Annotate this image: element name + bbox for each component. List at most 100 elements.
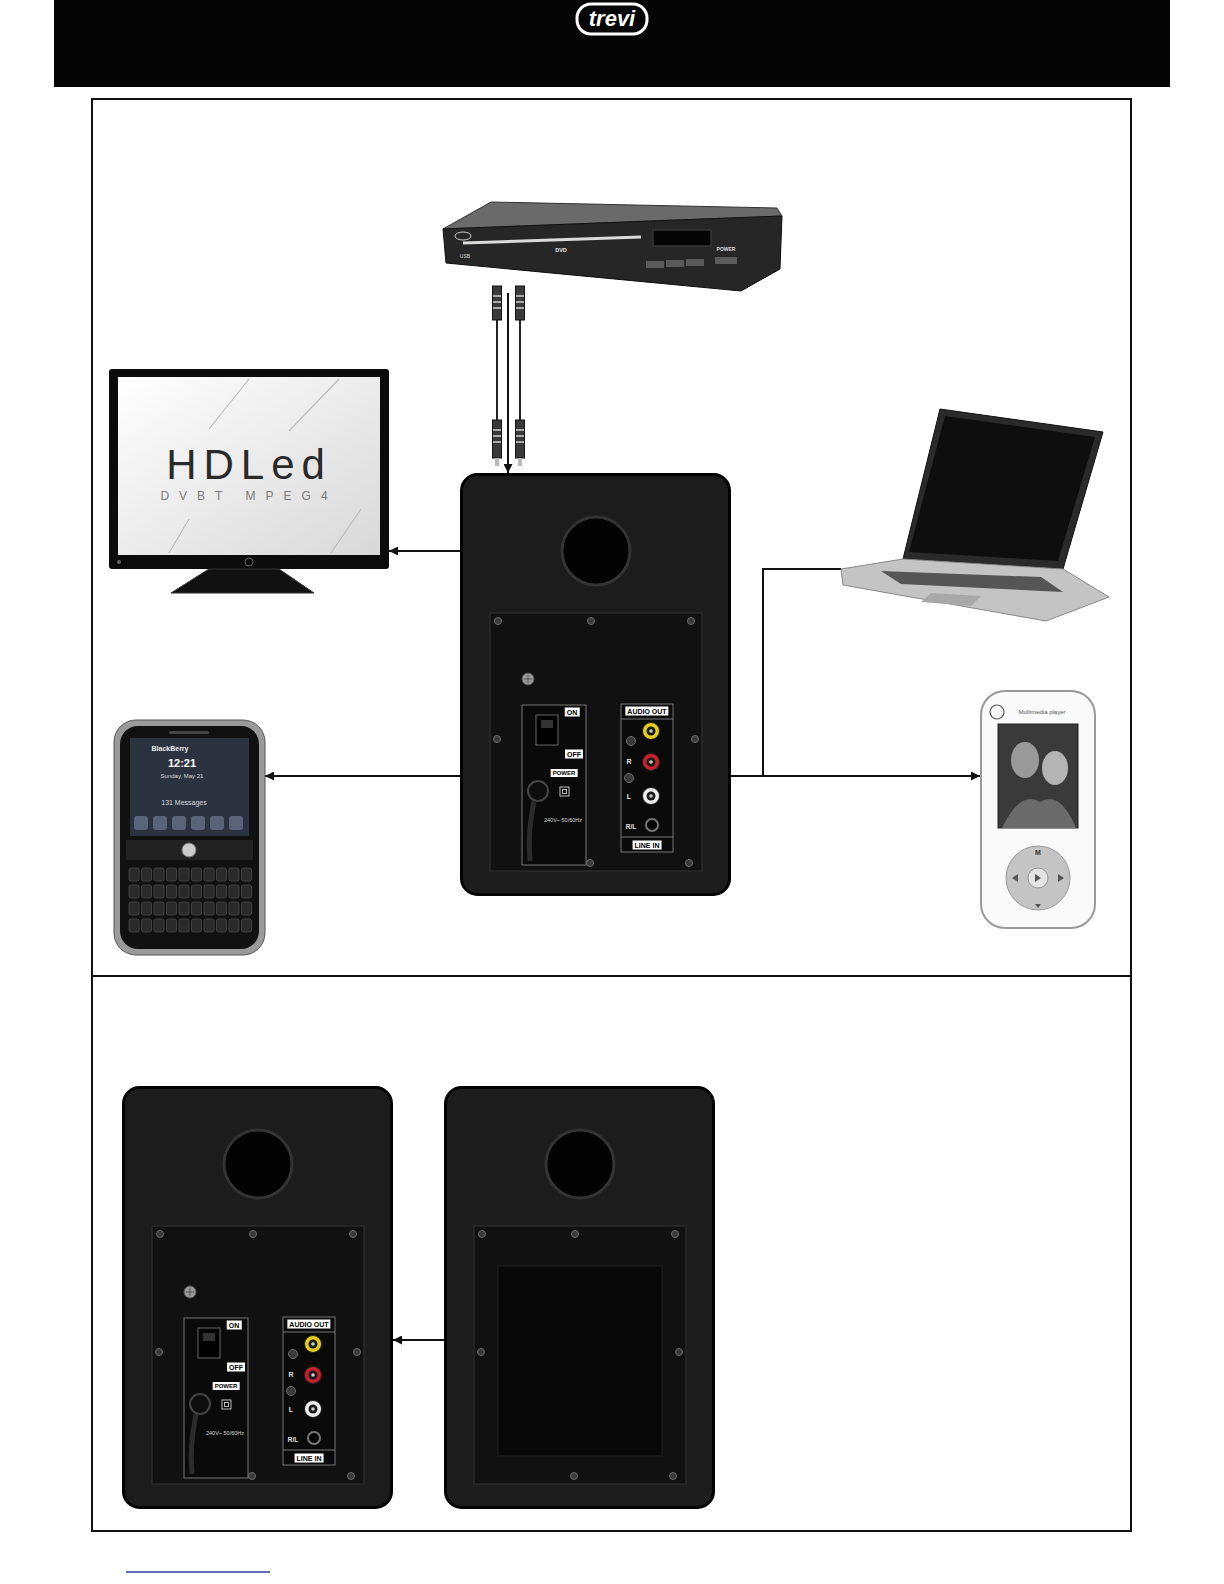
laptop-base [841,559,1109,621]
led-tv: HDLedDVBT MPEG4 [109,369,389,596]
player-screen [998,724,1078,828]
switch-frame [522,705,586,865]
key [217,902,227,915]
key [142,868,152,881]
key [242,885,252,898]
app-icon [191,816,205,830]
key [129,919,139,932]
rca-socket-core [309,1340,318,1349]
screw [287,1387,296,1396]
key [229,902,239,915]
screw [676,1349,683,1356]
switch-label: OFF [227,1363,245,1372]
brand-logo: trevi [589,8,635,30]
phone-earpiece [169,731,209,734]
screw [670,1473,677,1480]
connector-arrow [507,293,509,473]
dvd-front [443,216,782,291]
channel-label: L [289,1406,293,1413]
device-label: Multimedia player [1018,709,1065,715]
rca-socket [643,788,660,805]
rca-socket-core [309,1371,318,1380]
power-button [715,257,737,264]
screw-slot [524,675,532,683]
screen-subtitle: DVBT MPEG4 [160,490,337,502]
screw [495,618,502,625]
connector-arrow [731,775,980,777]
rocker-mark [541,720,553,728]
laptop-touchpad [921,593,981,606]
laptop [841,409,1111,621]
channel-label: R/L [288,1437,298,1444]
jack-socket [646,819,658,831]
rca-socket [643,754,660,771]
speaker-cabinet [124,1088,392,1508]
phone-face [120,726,259,949]
app-icon [172,816,186,830]
media-player-drawing [980,690,1096,929]
passive-speaker-drawing [444,1086,715,1509]
connector-arrow [265,775,460,777]
key [192,919,202,932]
frame-divider [621,837,673,838]
key [229,868,239,881]
dvd-logo [455,232,471,240]
laptop-lid [903,409,1103,569]
app-icon [229,816,243,830]
screw [588,618,595,625]
control-arrows [1012,874,1064,908]
footer-rule [126,1571,270,1573]
rocker-mark [203,1333,215,1341]
audio-frame [621,704,673,852]
clock-text: 12:21 [168,758,196,769]
rear-panel [152,1226,364,1484]
key [179,919,189,932]
phone-bezel [114,720,265,955]
power-cord [191,1414,196,1474]
key [154,868,164,881]
rca-socket-pin [311,1407,315,1411]
panel-label: POWER [213,1382,240,1390]
screw [478,1349,485,1356]
laptop-drawing [841,409,1111,621]
channel-label: R [288,1371,293,1378]
key [192,868,202,881]
panel-label: AUDIO OUT [287,1320,330,1329]
power-cord [529,801,534,861]
screen-logo: HDLed [166,444,332,486]
disc-tray [463,237,641,243]
screw [587,860,594,867]
media-player: Multimedia playerM [980,690,1096,929]
screw [350,1231,357,1238]
key [192,885,202,898]
class-ii-symbol [563,790,567,794]
switch-label: ON [565,708,580,717]
speaker-cabinet [462,475,730,895]
rca-socket-pin [311,1342,315,1346]
active-speaker-drawing [460,473,731,896]
key [229,885,239,898]
key [129,902,139,915]
key [129,868,139,881]
rca-socket [305,1401,322,1418]
passive-speaker [444,1086,715,1509]
screw [157,1231,164,1238]
frame-divider [283,1332,335,1333]
rca-socket-pin [649,729,653,733]
tv-badge [245,558,253,566]
active-speaker-drawing [122,1086,393,1509]
rocker-switch [536,715,558,745]
audio-frame [283,1317,335,1465]
key [204,919,214,932]
key [154,919,164,932]
bass-port [224,1130,292,1198]
phone-screen [130,738,249,836]
switch-label: OFF [565,750,583,759]
rca-plug [493,286,502,320]
key [142,885,152,898]
rca-socket-core [647,727,656,736]
rear-panel [490,613,702,871]
jack-socket [308,1432,320,1444]
channel-label: R/L [626,824,636,831]
rca-socket-pin [311,1373,315,1377]
